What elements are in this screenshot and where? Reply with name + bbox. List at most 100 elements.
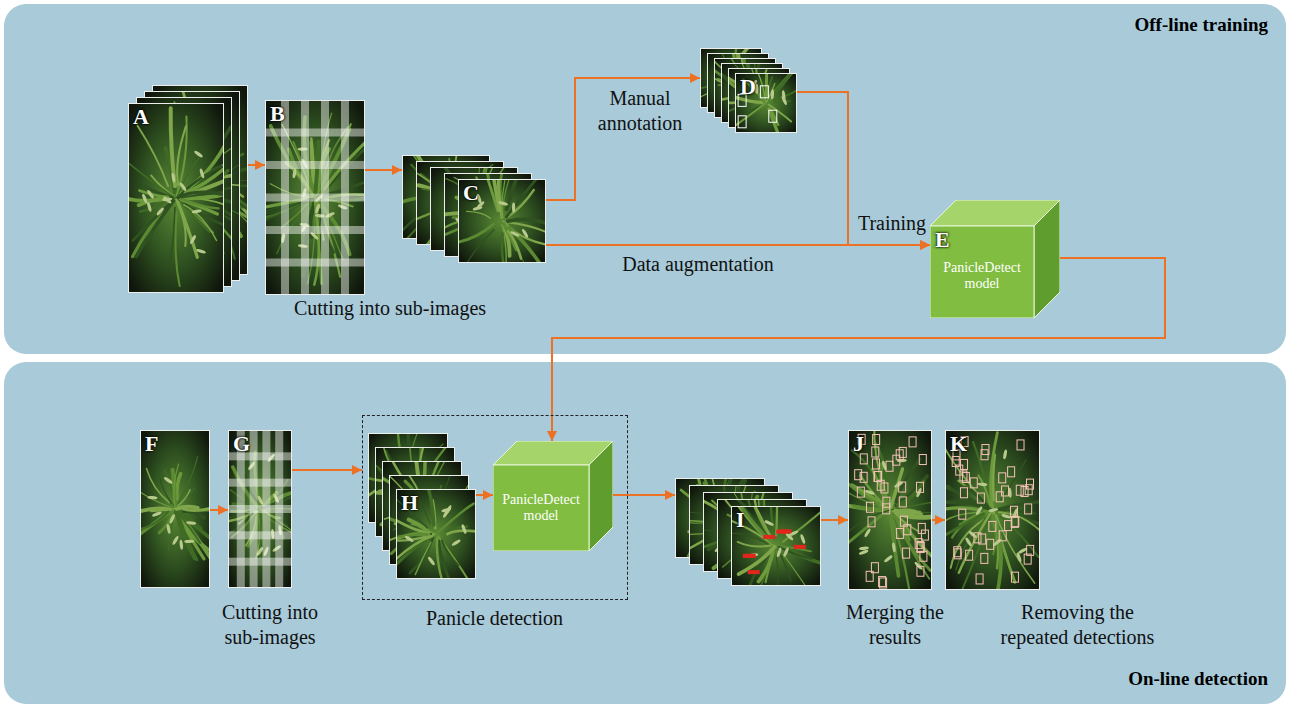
image-stack: H bbox=[368, 433, 476, 579]
panel-letter-slot: F bbox=[145, 433, 158, 455]
leaf bbox=[766, 555, 773, 583]
panicle bbox=[169, 514, 176, 524]
panel-letter: A bbox=[133, 106, 149, 128]
leaf bbox=[140, 512, 169, 532]
detection-box bbox=[981, 450, 988, 460]
panicle bbox=[184, 540, 194, 543]
panel-letter-slot: J bbox=[853, 433, 864, 455]
flow-arrow bbox=[613, 494, 675, 496]
detection-box bbox=[1012, 517, 1019, 527]
detection-box bbox=[970, 478, 977, 488]
leaf bbox=[396, 536, 432, 560]
detection-box bbox=[899, 497, 906, 507]
leaf bbox=[999, 501, 1040, 509]
leaf bbox=[467, 211, 491, 218]
panicle bbox=[199, 168, 205, 178]
photo-ground bbox=[265, 100, 365, 295]
detection-box bbox=[989, 521, 996, 531]
cube-side bbox=[1034, 200, 1060, 318]
detection-box bbox=[917, 566, 924, 576]
panel-title-slot: On-line detection bbox=[4, 668, 1268, 690]
leaf bbox=[508, 231, 521, 258]
panicle bbox=[194, 150, 204, 158]
detection-box bbox=[872, 459, 879, 469]
detection-box bbox=[1027, 545, 1034, 555]
model-name-slot: PanicleDetect model bbox=[493, 465, 589, 551]
detection-box bbox=[999, 473, 1006, 483]
edge-label-slot: Data augmentation bbox=[548, 252, 848, 277]
photo-border bbox=[397, 490, 476, 579]
edge-label: Data augmentation bbox=[548, 252, 848, 277]
panicle bbox=[1003, 449, 1008, 459]
panicle bbox=[146, 202, 152, 212]
grid-stripe bbox=[228, 531, 292, 539]
flow-arrow bbox=[821, 519, 848, 521]
panel-letter-slot: C bbox=[463, 182, 479, 204]
annotation-box bbox=[738, 116, 746, 128]
image-stack: F bbox=[140, 430, 210, 588]
panel-letter-slot: D bbox=[740, 76, 756, 98]
detection-box bbox=[917, 543, 924, 553]
detection-box bbox=[917, 482, 924, 492]
image-stack-picture bbox=[675, 478, 821, 586]
step-caption-slot: Cutting into sub-images bbox=[205, 600, 335, 650]
leaf bbox=[178, 158, 199, 196]
image-stack: C bbox=[402, 155, 546, 263]
photo-border bbox=[229, 431, 292, 588]
model-cube: EPanicleDetect model bbox=[930, 200, 1060, 318]
cube-side bbox=[589, 441, 613, 551]
detection-box bbox=[860, 454, 867, 464]
panicle bbox=[781, 95, 788, 105]
panicle bbox=[892, 542, 897, 552]
panicle bbox=[883, 554, 893, 563]
panicle bbox=[800, 534, 806, 544]
detection-box bbox=[874, 472, 881, 482]
photo bbox=[731, 506, 821, 586]
panicle bbox=[472, 205, 482, 211]
panicle bbox=[196, 248, 206, 254]
panel-title: On-line detection bbox=[4, 668, 1268, 690]
panel-letter: J bbox=[853, 433, 864, 455]
grid-stripe bbox=[265, 194, 365, 202]
annotation-box bbox=[769, 110, 777, 122]
image-stack: A bbox=[128, 85, 248, 293]
grid-stripe bbox=[265, 161, 365, 169]
photo bbox=[458, 179, 546, 263]
photo-border bbox=[736, 74, 797, 133]
panicle bbox=[441, 507, 451, 513]
photo-ground bbox=[945, 430, 1040, 590]
panicle bbox=[292, 168, 297, 178]
leaf bbox=[447, 531, 476, 534]
leaf bbox=[458, 224, 493, 243]
flow-arrow bbox=[365, 169, 402, 171]
leaf bbox=[787, 549, 821, 568]
panicle bbox=[156, 207, 165, 217]
leaf bbox=[735, 104, 765, 130]
leaf bbox=[458, 230, 494, 263]
leaf bbox=[399, 534, 427, 536]
panel-fill bbox=[4, 4, 1286, 354]
leaf bbox=[769, 109, 786, 133]
stage-panel: Off-line trainingABCDEPanicleDetect mode… bbox=[4, 4, 1286, 354]
detection-box bbox=[873, 435, 880, 445]
detection-box bbox=[1002, 486, 1009, 496]
model-name: PanicleDetect model bbox=[493, 492, 589, 524]
detection-box bbox=[987, 539, 994, 549]
step-caption: Cutting into sub-images bbox=[250, 296, 530, 321]
leaf bbox=[171, 108, 175, 186]
leaf bbox=[999, 512, 1040, 531]
leaf bbox=[128, 162, 172, 195]
detection-mark bbox=[763, 535, 775, 539]
photo-ground bbox=[396, 489, 476, 579]
leaf bbox=[774, 101, 790, 103]
photo-border bbox=[129, 104, 224, 293]
edge-label-slot: Training bbox=[855, 211, 929, 236]
panicle bbox=[141, 193, 148, 203]
panicle bbox=[171, 172, 176, 182]
panicle bbox=[783, 547, 790, 557]
panicle bbox=[770, 89, 774, 99]
panel-letter: C bbox=[463, 182, 479, 204]
leaf bbox=[176, 117, 186, 197]
leaf bbox=[896, 476, 927, 505]
panicle bbox=[186, 521, 196, 525]
